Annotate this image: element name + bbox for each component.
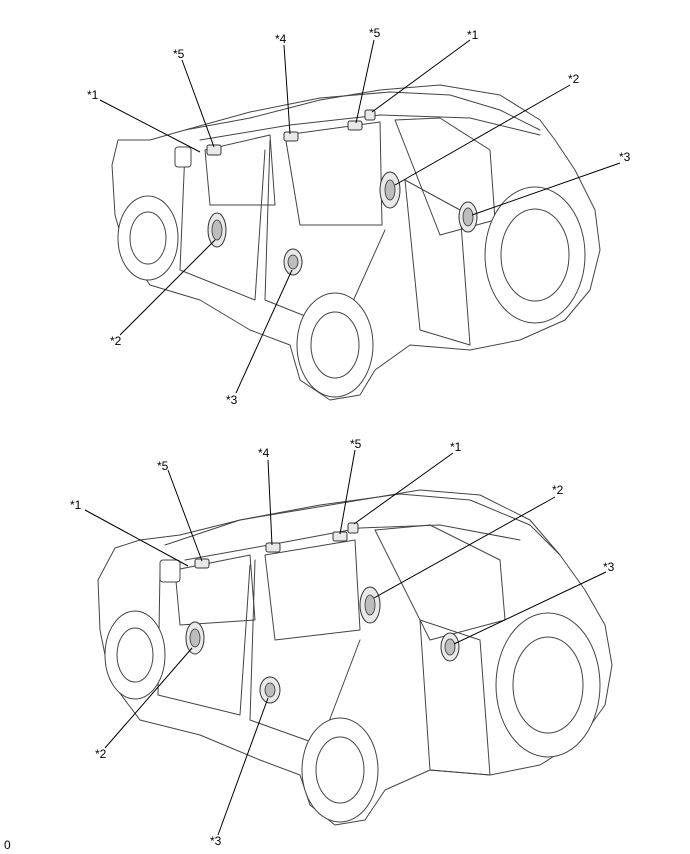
upper-callout-2-left: *2 bbox=[110, 334, 122, 348]
lower-callout-1-right: *1 bbox=[450, 440, 462, 454]
lower-vehicle-view: *1 *5 *4 *5 *1 *2 *3 *2 *3 bbox=[70, 437, 615, 848]
lower-roof-rail bbox=[184, 524, 521, 561]
upper-side-mirror bbox=[174, 146, 192, 168]
lower-rear-wheel bbox=[301, 717, 379, 823]
upper-rear-hatch bbox=[404, 179, 471, 346]
lower-callout-5-left: *5 bbox=[157, 459, 169, 473]
upper-vehicle-view: *1 *5 *4 *5 *1 *2 *3 *2 *3 bbox=[87, 26, 631, 407]
lower-callout-2-left: *2 bbox=[95, 747, 107, 761]
lower-speaker-rear-quarter bbox=[359, 586, 381, 624]
lower-front-wheel bbox=[104, 610, 166, 700]
lower-callout-5-right: *5 bbox=[350, 437, 362, 451]
upper-speaker-rear-tweeter bbox=[364, 109, 376, 121]
lower-front-window bbox=[174, 554, 256, 626]
upper-rear-wheel bbox=[296, 292, 374, 398]
lower-side-mirror bbox=[159, 559, 181, 583]
upper-speaker-front-tweeter bbox=[206, 144, 222, 156]
lower-speaker-front-door bbox=[185, 621, 205, 655]
upper-front-door bbox=[179, 149, 266, 301]
upper-callout-1-right: *1 bbox=[467, 28, 479, 42]
upper-speaker-back-door bbox=[458, 201, 478, 233]
upper-callout-3-right: *3 bbox=[619, 150, 631, 164]
lower-speaker-back-door bbox=[440, 632, 460, 662]
lower-speaker-front-tweeter bbox=[194, 558, 210, 569]
upper-front-wheel bbox=[117, 195, 179, 281]
lower-speaker-roof-front bbox=[265, 542, 281, 553]
upper-callout-5-right: *5 bbox=[369, 26, 381, 40]
upper-back-glass bbox=[394, 117, 496, 236]
upper-speaker-front-door bbox=[207, 212, 227, 248]
lower-callout-3-right: *3 bbox=[603, 560, 615, 574]
upper-callout-4: *4 bbox=[275, 32, 287, 46]
upper-speaker-roof-rear bbox=[347, 120, 363, 131]
lower-callout-3-left: *3 bbox=[210, 834, 222, 848]
lower-rear-window bbox=[264, 539, 361, 641]
lower-back-glass bbox=[374, 524, 506, 641]
lower-rear-hatch bbox=[419, 619, 491, 776]
lower-rear-door bbox=[249, 559, 361, 746]
lower-callout-4: *4 bbox=[258, 446, 270, 460]
upper-callout-2-right: *2 bbox=[568, 72, 580, 86]
upper-speaker-rear-quarter bbox=[379, 171, 401, 209]
upper-callout-5-left: *5 bbox=[173, 47, 185, 61]
upper-speaker-roof-front bbox=[283, 131, 299, 142]
upper-rear-window bbox=[284, 121, 383, 226]
lower-speaker-rear-door bbox=[259, 676, 281, 704]
lower-roof bbox=[164, 493, 561, 556]
lower-callout-2-right: *2 bbox=[552, 483, 564, 497]
upper-speaker-rear-door bbox=[283, 248, 303, 276]
upper-callout-1-left: *1 bbox=[87, 88, 99, 102]
upper-callout-3-left: *3 bbox=[226, 393, 238, 407]
upper-front-window bbox=[204, 134, 276, 206]
upper-rear-door bbox=[264, 139, 386, 331]
upper-roof bbox=[184, 91, 541, 131]
lower-spare-tire bbox=[495, 612, 601, 758]
upper-spare-tire bbox=[484, 186, 586, 324]
lower-speaker-rear-tweeter bbox=[347, 522, 359, 534]
upper-car-body bbox=[111, 84, 601, 401]
upper-roof-rail bbox=[199, 114, 541, 141]
lower-callout-1-left: *1 bbox=[70, 498, 82, 512]
figure-code: 0 bbox=[4, 838, 11, 852]
